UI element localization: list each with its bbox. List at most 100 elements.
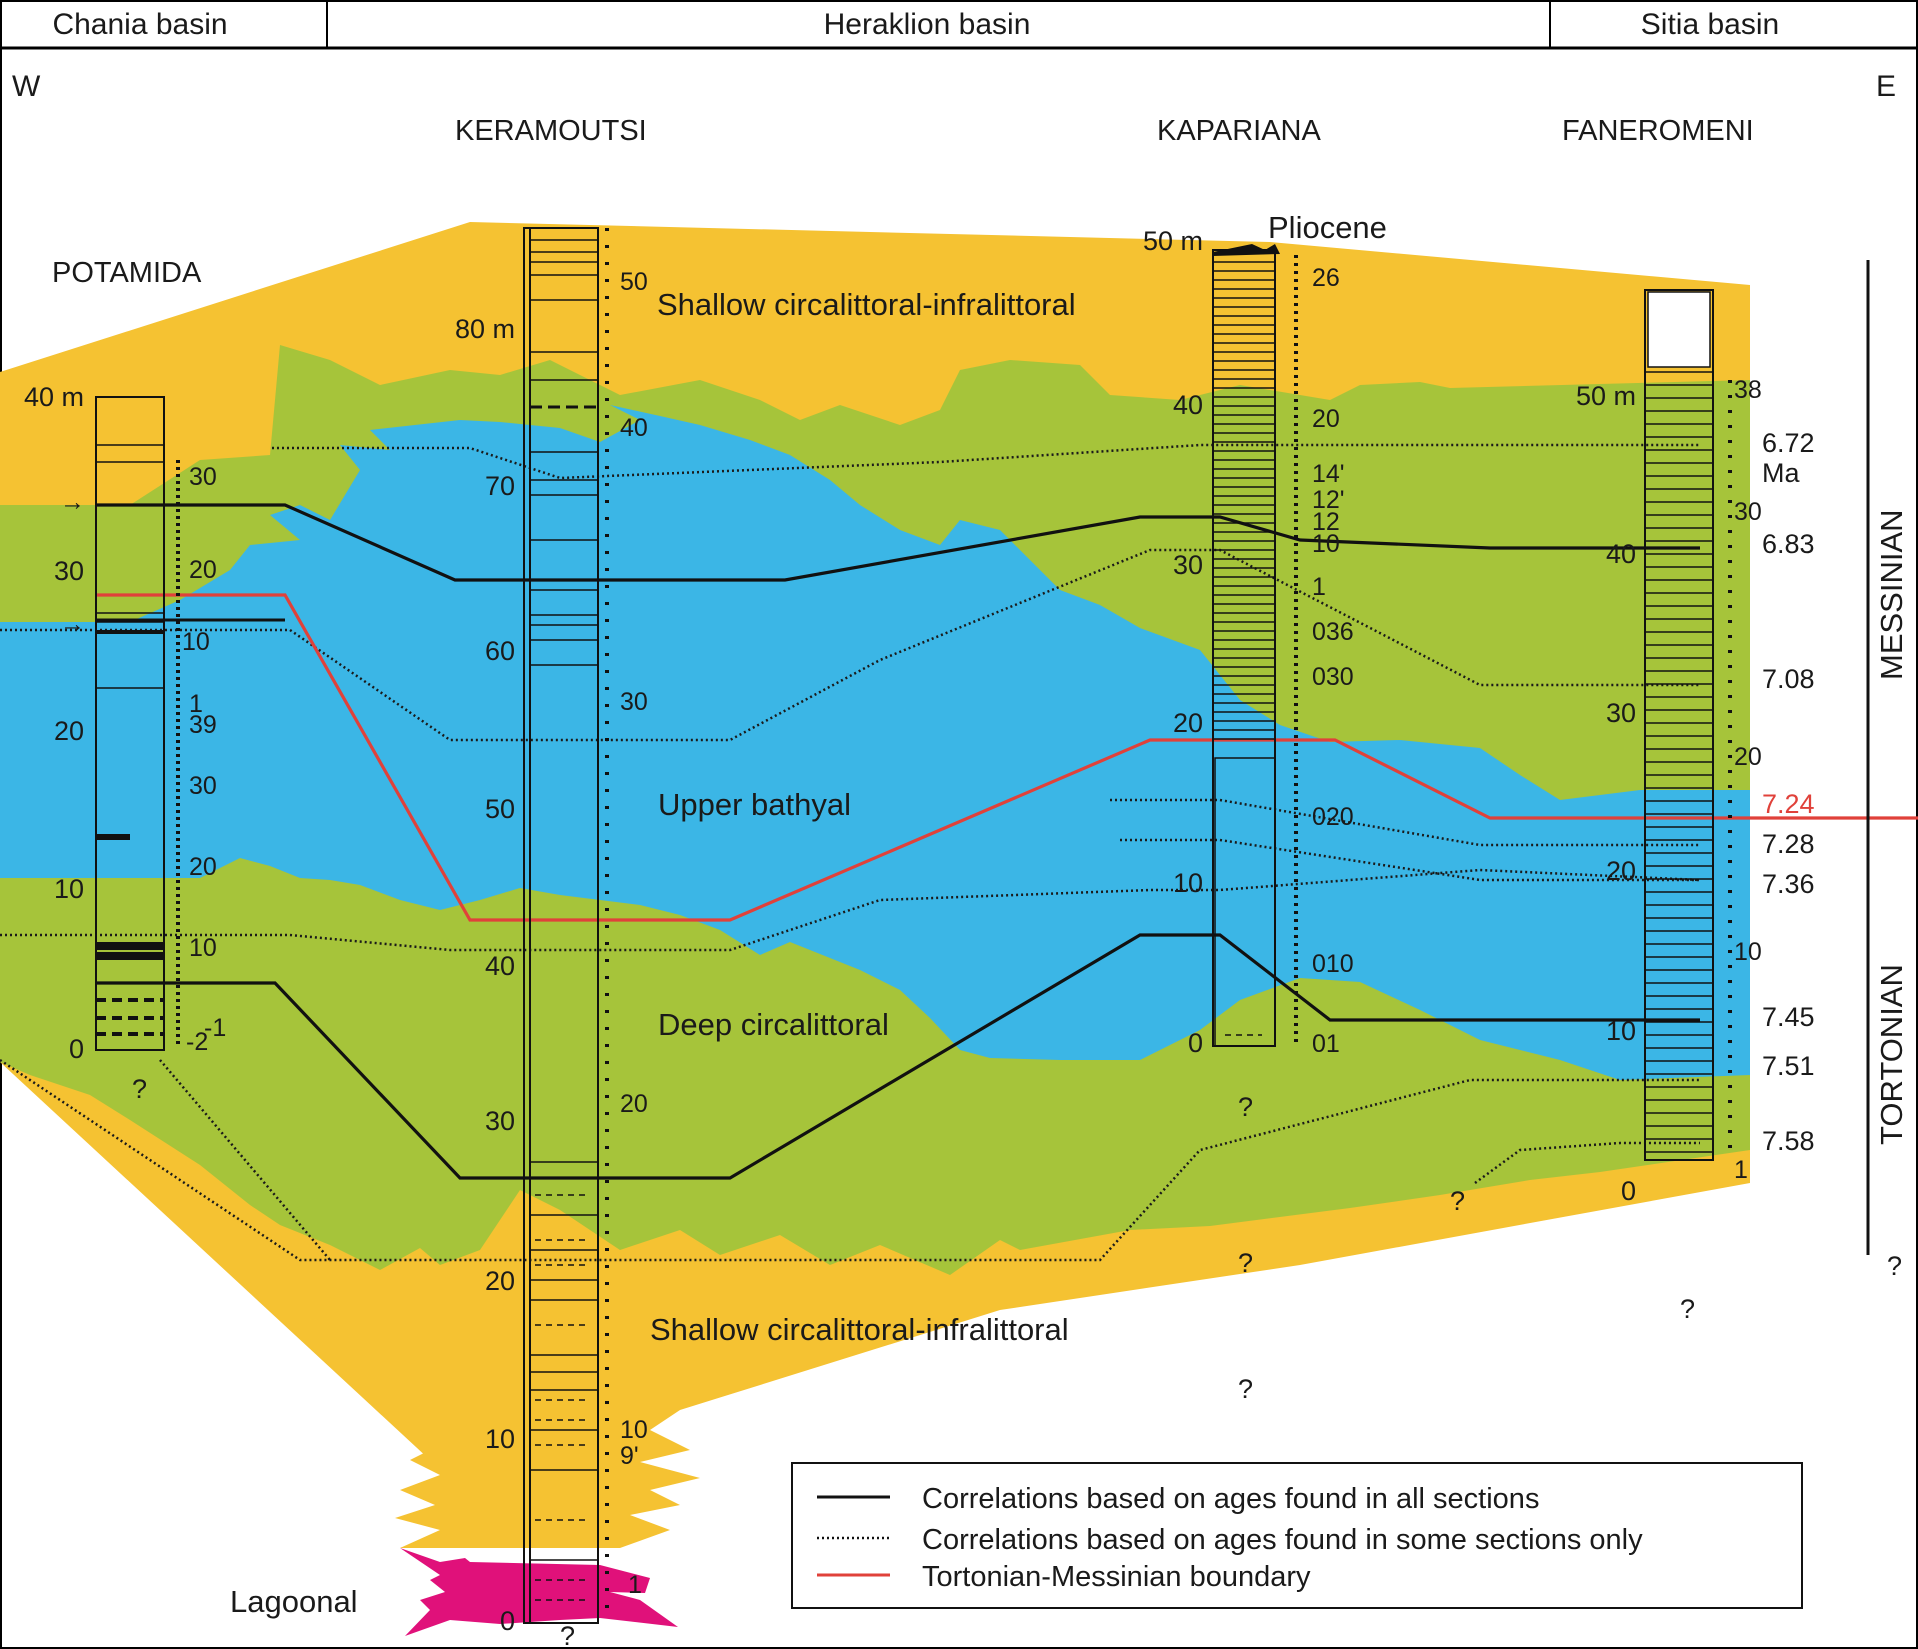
dotted-correlation-3: [1110, 798, 1700, 847]
solid-correlation-top: [96, 503, 1700, 582]
dotted-correlation-6: [0, 1058, 1700, 1262]
potamida-sample: 10: [182, 628, 210, 656]
kapariana-depth-50: 50 m: [1143, 226, 1203, 256]
kapariana-sample: 01: [1312, 1030, 1340, 1058]
tortonian-messinian-boundary: [96, 593, 1918, 922]
keramoutsi-sample: 20: [620, 1090, 648, 1118]
pliocene-label: Pliocene: [1268, 210, 1387, 245]
faneromeni-depth-10: 10: [1606, 1016, 1636, 1046]
potamida-arrow-lower: →: [60, 610, 85, 638]
section-potamida: POTAMIDA: [52, 257, 202, 289]
zone-deep-circalittoral: Deep circalittoral: [658, 1007, 889, 1042]
age-7-51: 7.51: [1762, 1051, 1815, 1081]
basin-heraklion: Heraklion basin: [824, 8, 1031, 41]
stage-tortonian: TORTONIAN: [1874, 964, 1909, 1145]
kapariana-lower-box: [1214, 757, 1276, 1047]
kapariana-sample: 26: [1312, 264, 1340, 292]
unknown-markers: ? ? ? ? ? ? ?: [132, 1074, 1695, 1649]
dotted-correlation-8: [1474, 1141, 1700, 1185]
kapariana-sample: 1: [1312, 573, 1326, 601]
keramoutsi-sample: 10: [620, 1416, 648, 1444]
faneromeni-depth-40: 40: [1606, 539, 1636, 569]
section-keramoutsi: KERAMOUTSI: [455, 115, 647, 147]
faneromeni-top-block: [1647, 291, 1711, 368]
keramoutsi-depth-40: 40: [485, 951, 515, 981]
sample-labels: 30 20 10 1 39 30 20 10 -1 -2 50 40 30 20…: [182, 264, 1762, 1599]
column-keramoutsi: [523, 227, 609, 1624]
keramoutsi-sample: 30: [620, 688, 648, 716]
age-7-36: 7.36: [1762, 869, 1815, 899]
keramoutsi-sample: 50: [620, 268, 648, 296]
potamida-sample: 20: [189, 556, 217, 584]
east-marker: E: [1876, 70, 1896, 103]
age-7-28: 7.28: [1762, 829, 1815, 859]
age-6-83: 6.83: [1762, 529, 1815, 559]
age-unit: Ma: [1762, 458, 1800, 488]
unknown-mark: ?: [1238, 1248, 1253, 1278]
keramoutsi-depth-0: 0: [500, 1606, 515, 1636]
faneromeni-depth-0: 0: [1621, 1176, 1636, 1206]
column-potamida: [95, 396, 180, 1051]
depth-scales: 40 m 30 20 10 0 80 m 70 60 50 40 30 20 1…: [24, 226, 1636, 1636]
potamida-depth-20: 20: [54, 716, 84, 746]
potamida-sample: 30: [189, 463, 217, 491]
zone-upper-bathyal: Upper bathyal: [658, 787, 851, 822]
faneromeni-column: [1644, 289, 1714, 1161]
legend-label-dotted: Correlations based on ages found in some…: [922, 1524, 1643, 1556]
lower-shallow-spikes: [395, 1410, 700, 1548]
potamida-sample: -1: [204, 1014, 226, 1042]
faneromeni-sample: 10: [1734, 938, 1762, 966]
header-bar: Chania basin Heraklion basin Sitia basin…: [1, 1, 1917, 103]
age-labels: 6.72 Ma 6.83 7.08 7.24 7.28 7.36 7.45 7.…: [1762, 428, 1815, 1156]
facies-fills: [0, 222, 1750, 1636]
pliocene-cap: [1213, 244, 1280, 256]
solid-correlation-middle: [96, 933, 1700, 1180]
kapariana-sample: 20: [1312, 405, 1340, 433]
kapariana-depth-30: 30: [1173, 550, 1203, 580]
dotted-correlation-7: [159, 1059, 331, 1261]
potamida-depth-0: 0: [69, 1034, 84, 1064]
keramoutsi-depth-50: 50: [485, 794, 515, 824]
kapariana-depth-10: 10: [1173, 868, 1203, 898]
stage-unknown: ?: [1887, 1251, 1902, 1281]
faneromeni-sample: 30: [1734, 498, 1762, 526]
keramoutsi-sample: 40: [620, 414, 648, 442]
keramoutsi-depth-80: 80 m: [455, 314, 515, 344]
keramoutsi-depth-60: 60: [485, 636, 515, 666]
unknown-mark: ?: [1238, 1374, 1253, 1404]
legend-label-solid: Correlations based on ages found in all …: [922, 1483, 1539, 1515]
section-faneromeni: FANEROMENI: [1562, 115, 1754, 147]
lagoonal-area: [400, 1548, 678, 1636]
keramoutsi-depth-70: 70: [485, 471, 515, 501]
column-faneromeni: [1644, 289, 1732, 1161]
faneromeni-sample: 1: [1734, 1156, 1748, 1184]
kapariana-sample: 14': [1312, 460, 1345, 488]
kapariana-sample: 12: [1312, 508, 1340, 536]
potamida-arrow-upper: →: [60, 488, 85, 516]
zone-lagoonal: Lagoonal: [230, 1584, 358, 1619]
basin-chania: Chania basin: [52, 8, 227, 41]
potamida-depth-40: 40 m: [24, 382, 84, 412]
potamida-beds: [96, 444, 164, 1036]
keramoutsi-depth-20: 20: [485, 1266, 515, 1296]
potamida-depth-30: 30: [54, 556, 84, 586]
legend: Correlations based on ages found in all …: [791, 1462, 1803, 1609]
kapariana-depth-0: 0: [1188, 1028, 1203, 1058]
potamida-sample: 10: [189, 934, 217, 962]
keramoutsi-depth-10: 10: [485, 1424, 515, 1454]
basin-sitia: Sitia basin: [1641, 8, 1779, 41]
kapariana-sample: 010: [1312, 950, 1354, 978]
kapariana-sample: 12': [1312, 486, 1345, 514]
stage-messinian: MESSINIAN: [1874, 509, 1909, 680]
faneromeni-sample: 20: [1734, 743, 1762, 771]
faneromeni-beds: [1645, 371, 1713, 1153]
dotted-correlation-1: [272, 443, 1700, 480]
keramoutsi-column: [523, 227, 599, 1624]
unknown-mark: ?: [1680, 1294, 1695, 1324]
age-7-08: 7.08: [1762, 664, 1815, 694]
kapariana-beds: [1213, 261, 1275, 1036]
zone-top-shallow: Shallow circalittoral-infralittoral: [657, 287, 1076, 322]
faneromeni-depth-20: 20: [1606, 856, 1636, 886]
unknown-mark: ?: [1450, 1186, 1465, 1216]
